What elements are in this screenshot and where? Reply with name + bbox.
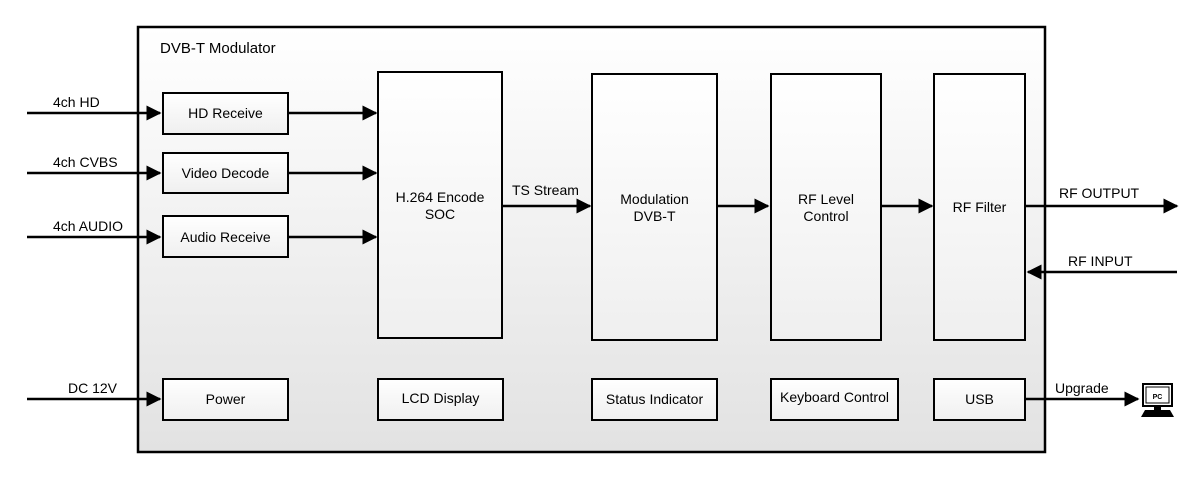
- rf-level-label-line1: RF Level: [798, 191, 854, 207]
- keyboard-control-label: Keyboard Control: [780, 389, 889, 405]
- usb-block: [933, 378, 1026, 421]
- status-indicator-label: Status Indicator: [606, 391, 704, 407]
- rf-filter-block: [933, 73, 1026, 341]
- encoder-label-line1: H.264 Encode: [396, 189, 485, 205]
- audio-receive-label: Audio Receive: [180, 229, 270, 245]
- upgrade-label: Upgrade: [1055, 380, 1109, 396]
- rf-output-label: RF OUTPUT: [1059, 185, 1140, 201]
- video-decode-block: [162, 152, 289, 194]
- keyboard-control-block: [770, 378, 899, 421]
- status-indicator-block: [591, 378, 718, 421]
- rf-input-label: RF INPUT: [1068, 253, 1133, 269]
- dc-input-label: DC 12V: [68, 380, 118, 396]
- lcd-display-label: LCD Display: [402, 390, 480, 406]
- video-decode-label: Video Decode: [182, 165, 270, 181]
- power-label: Power: [206, 391, 246, 407]
- modulation-label-line2: DVB-T: [634, 208, 676, 224]
- ts-stream-label: TS Stream: [512, 182, 579, 198]
- lcd-display-block: [377, 378, 504, 421]
- encoder-block: [377, 71, 503, 339]
- rf-level-block: [770, 73, 882, 341]
- rf-filter-label: RF Filter: [953, 199, 1007, 215]
- modulator-title: DVB-T Modulator: [160, 40, 276, 57]
- audio-receive-block: [162, 215, 289, 258]
- audio-input-label: 4ch AUDIO: [53, 218, 123, 234]
- pc-monitor-icon: PC: [1141, 383, 1174, 417]
- modulation-label-line1: Modulation: [620, 191, 689, 207]
- hd-receive-block: [162, 92, 289, 135]
- encoder-label-line2: SOC: [425, 206, 455, 222]
- cvbs-input-label: 4ch CVBS: [53, 154, 118, 170]
- modulation-block: [591, 73, 718, 341]
- hd-receive-label: HD Receive: [188, 105, 263, 121]
- hd-input-label: 4ch HD: [53, 94, 100, 110]
- pc-icon-label: PC: [1153, 394, 1163, 401]
- power-block: [162, 378, 289, 421]
- rf-level-label-line2: Control: [803, 208, 848, 224]
- usb-label: USB: [965, 391, 994, 407]
